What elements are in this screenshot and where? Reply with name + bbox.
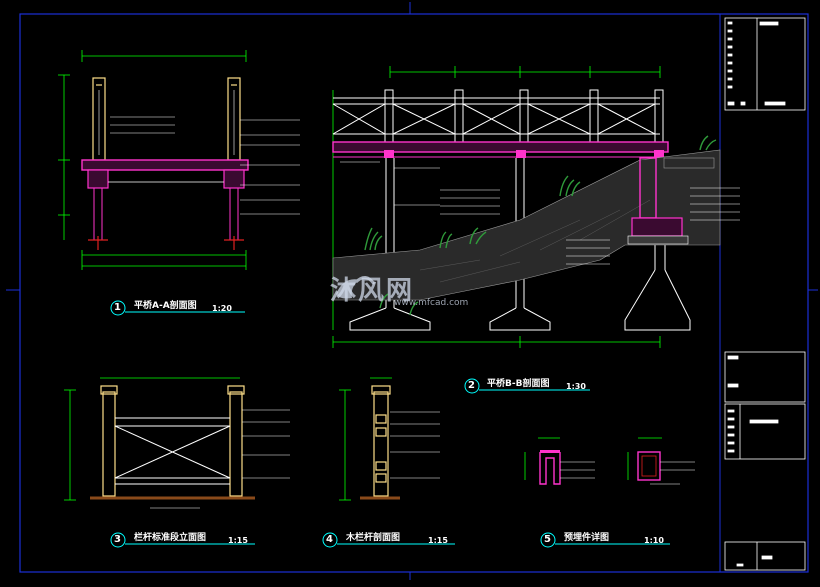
watermark-text: 沐风网: [330, 276, 415, 306]
steel-embed-detail-number: 5: [544, 534, 551, 545]
steel-embed-detail-scale: 1:10: [644, 536, 664, 545]
wood-railing-section-number: 4: [326, 534, 333, 545]
a-a-section-title: 平桥A-A剖面图: [134, 301, 197, 311]
railing-elevation-number: 3: [114, 534, 121, 545]
steel-embed-detail-drawing: [524, 437, 695, 485]
b-b-section-scale: 1:30: [566, 382, 586, 391]
wood-railing-section-scale: 1:15: [428, 536, 448, 545]
a-a-section-drawing: [58, 50, 300, 270]
title-markers: [110, 300, 670, 548]
a-a-section-scale: 1:20: [212, 304, 232, 313]
watermark-url: www.mfcad.com: [394, 298, 469, 308]
railing-elevation-drawing: [64, 377, 290, 509]
b-b-section-number: 2: [468, 380, 475, 391]
wood-railing-section-title: 木栏杆剖面图: [346, 533, 401, 543]
wood-railing-section-drawing: [339, 377, 440, 501]
railing-elevation-title: 栏杆标准段立面图: [134, 533, 207, 543]
b-b-section-title: 平桥B-B剖面图: [487, 379, 550, 389]
title-block: [724, 17, 806, 571]
watermark-logo: [336, 276, 376, 299]
a-a-section-number: 1: [114, 302, 121, 313]
railing-elevation-scale: 1:15: [228, 536, 248, 545]
steel-embed-detail-title: 预埋件详图: [564, 533, 610, 543]
b-b-section-drawing: [332, 66, 740, 348]
sheet-frame: [6, 2, 818, 580]
